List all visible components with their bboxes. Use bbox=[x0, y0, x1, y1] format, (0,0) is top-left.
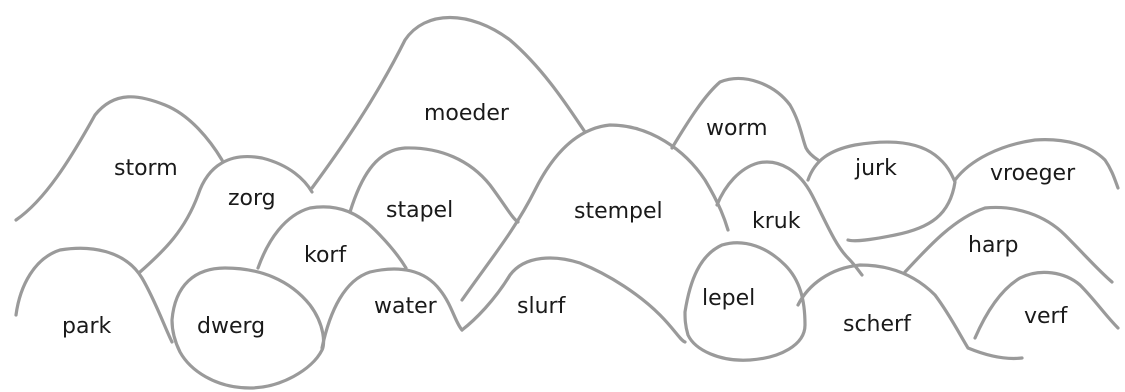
word-kruk: kruk bbox=[752, 209, 801, 234]
hill-scherf bbox=[796, 263, 1024, 361]
hill-worm bbox=[670, 77, 820, 162]
word-worm: worm bbox=[706, 116, 768, 141]
word-lepel: lepel bbox=[702, 286, 755, 311]
word-harp: harp bbox=[968, 233, 1018, 258]
word-jurk: jurk bbox=[854, 156, 897, 181]
hill-harp bbox=[903, 205, 1114, 284]
word-korf: korf bbox=[304, 243, 347, 268]
hill-jurk bbox=[806, 140, 957, 243]
hill-storm bbox=[14, 95, 224, 222]
word-verf: verf bbox=[1024, 304, 1069, 329]
word-storm: storm bbox=[114, 156, 178, 181]
hill-water bbox=[320, 267, 464, 350]
hill-zorg bbox=[138, 155, 314, 274]
hill-verf bbox=[973, 270, 1120, 340]
word-slurf: slurf bbox=[517, 294, 567, 319]
word-zorg: zorg bbox=[228, 186, 276, 211]
hill-moeder bbox=[310, 15, 587, 190]
hill-stapel bbox=[348, 146, 520, 224]
hill-dwerg bbox=[170, 266, 326, 390]
hill-lepel bbox=[683, 241, 807, 362]
word-park: park bbox=[62, 314, 111, 339]
word-vroeger: vroeger bbox=[990, 161, 1076, 186]
hill-slurf bbox=[460, 256, 687, 344]
word-water: water bbox=[374, 294, 438, 319]
word-moeder: moeder bbox=[424, 101, 510, 126]
word-dwerg: dwerg bbox=[197, 314, 265, 339]
word-scherf: scherf bbox=[843, 312, 912, 337]
hill-korf bbox=[256, 205, 408, 270]
word-stapel: stapel bbox=[386, 198, 453, 223]
hill-stempel bbox=[460, 123, 730, 302]
hill-vroeger bbox=[953, 138, 1120, 190]
hill-park bbox=[14, 246, 174, 344]
word-stempel: stempel bbox=[574, 199, 663, 224]
hill-kruk bbox=[715, 160, 864, 277]
